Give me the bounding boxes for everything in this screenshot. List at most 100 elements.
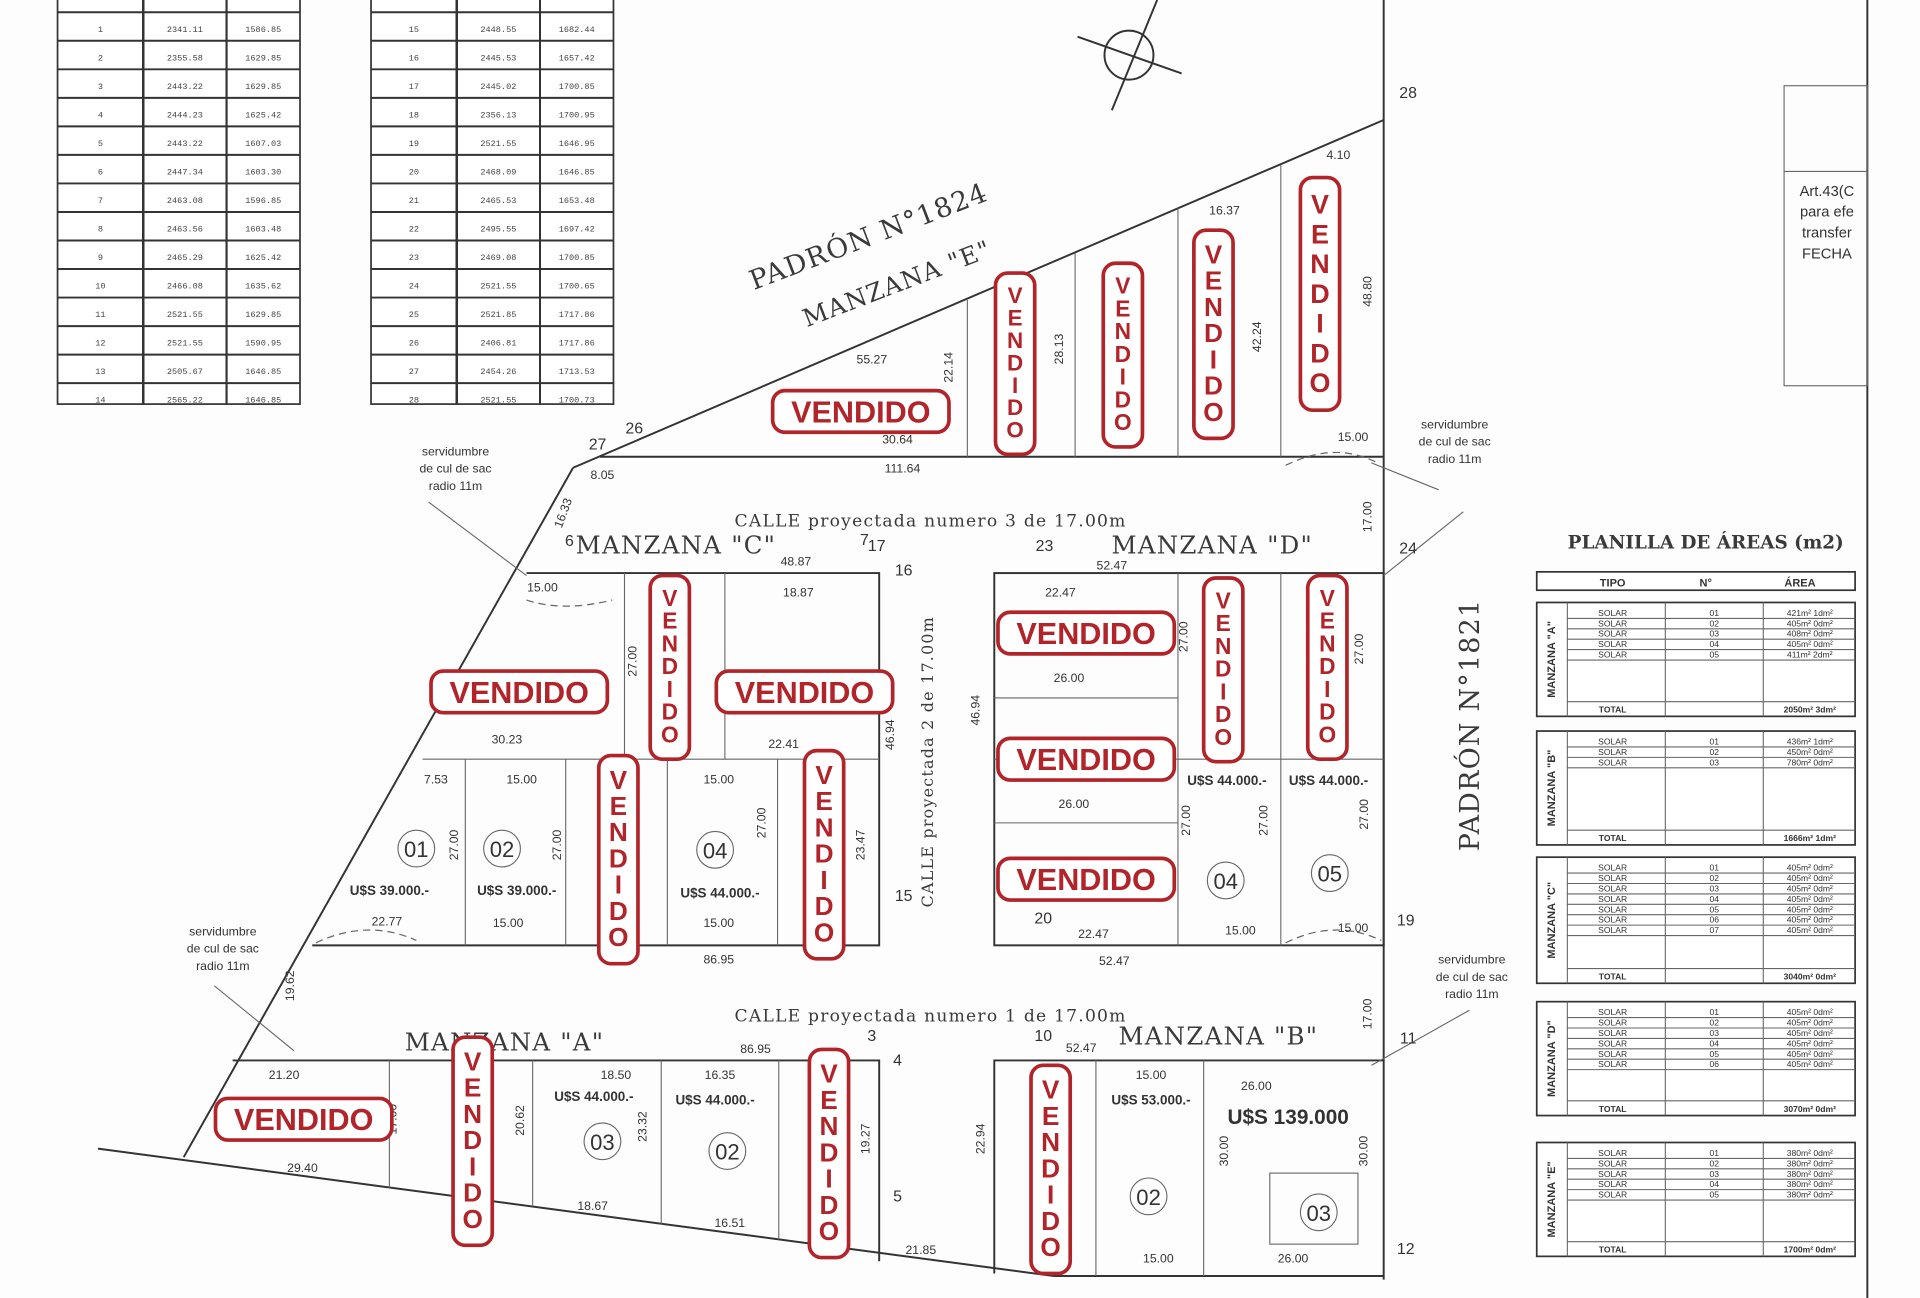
area-cell: SOLAR [1598, 1179, 1627, 1189]
area-cell: 405m² 0dm² [1787, 1038, 1833, 1048]
vendido-stamp-letter: N [1007, 328, 1023, 353]
area-cell: 03 [1710, 1028, 1720, 1038]
table-cell: 1 [98, 25, 103, 35]
label-calle-1: CALLE proyectada numero 1 de 17.00m [735, 1006, 1127, 1026]
area-cell: 408m² 0dm² [1787, 629, 1833, 639]
servidumbre-note: radio 11m [429, 479, 482, 493]
dimension-label: 111.64 [885, 462, 921, 476]
vendido-stamp-letter: I [1220, 678, 1226, 704]
plan-linework [97, 0, 1869, 1298]
vendido-stamp-letter: O [819, 1216, 839, 1246]
dimension-label: 18.67 [577, 1199, 608, 1213]
coordinate-table [370, 0, 615, 405]
vendido-stamp-vertical: VENDIDO [1101, 261, 1145, 449]
label-calle-3: CALLE proyectada numero 3 de 17.00m [735, 512, 1127, 532]
area-cell: 405m² 0dm² [1787, 1049, 1833, 1059]
lot-circle [483, 829, 521, 868]
area-cell: 405m² 0dm² [1787, 915, 1833, 925]
vendido-stamp-letter: E [464, 1073, 481, 1103]
area-total: TOTAL [1599, 833, 1627, 843]
dimension-label: 15.00 [1338, 430, 1369, 444]
note-box-text: transfer [1802, 226, 1852, 242]
table-cell: 2356.13 [480, 110, 516, 120]
area-cell: 07 [1710, 925, 1720, 935]
vendido-stamp-letter: V [1216, 587, 1232, 613]
table-cell: 2465.29 [167, 253, 203, 263]
dimension-label: 23.32 [636, 1111, 650, 1142]
vendido-stamp-letter: D [662, 653, 678, 679]
vendido-stamp-letter: D [662, 699, 678, 725]
vendido-stamp-letter: I [1047, 1180, 1054, 1210]
lot-number: 01 [404, 837, 429, 862]
vendido-stamp-letter: D [1115, 341, 1131, 367]
area-cell: SOLAR [1598, 904, 1627, 914]
dimension-label: 15.00 [1338, 921, 1369, 935]
area-cell: 380m² 0dm² [1787, 1158, 1833, 1168]
dimension-label: 17.00 [1360, 501, 1374, 532]
vertex-number: 12 [1397, 1241, 1415, 1258]
table-cell: 1713.53 [559, 367, 595, 377]
lot-number: 02 [490, 837, 515, 862]
table-cell: 2465.53 [480, 196, 516, 206]
vendido-stamp-letter: I [469, 1151, 476, 1181]
table-cell: 18 [409, 110, 419, 120]
area-cell: SOLAR [1598, 1158, 1627, 1168]
table-cell: 2447.34 [167, 167, 203, 177]
vendido-stamp-vertical: VENDIDO [1029, 1063, 1073, 1276]
area-cell: 01 [1710, 863, 1720, 873]
vendido-stamp-vertical: VENDIDO [1298, 175, 1342, 413]
table-cell: 2521.55 [480, 396, 516, 406]
vendido-stamp-letter: N [1115, 318, 1131, 344]
vertex-number: 19 [1397, 913, 1415, 930]
dimension-label: 22.41 [768, 737, 799, 751]
dimension-label: 48.80 [1360, 276, 1374, 307]
dimension-label: 20.62 [513, 1105, 527, 1136]
dimension-label: 27.00 [1177, 621, 1191, 652]
dimension-label: 55.27 [857, 353, 888, 367]
vendido-stamp-letter: E [1216, 610, 1231, 636]
table-cell: 26 [409, 339, 419, 349]
area-total: TOTAL [1599, 972, 1627, 982]
dimension-label: 15.00 [493, 916, 524, 930]
servidumbre-note: servidumbre [422, 445, 490, 459]
label-calle-2: CALLE proyectada 2 de 17.00m [918, 616, 937, 907]
vendido-stamp-text: VENDIDO [1016, 743, 1155, 777]
table-cell: 10 [95, 282, 105, 292]
table-cell: 1586.85 [245, 25, 281, 35]
area-cell: 02 [1710, 1158, 1720, 1168]
lot-number: 05 [1318, 862, 1343, 887]
area-cell: 01 [1710, 1148, 1720, 1158]
vertex-number: 24 [1399, 540, 1417, 557]
vendido-stamp-letter: D [609, 896, 628, 926]
vendido-stamp-vertical: VENDIDO [648, 573, 692, 762]
area-cell: 01 [1710, 608, 1720, 618]
table-cell: 21 [409, 196, 419, 206]
area-cell: SOLAR [1598, 1059, 1627, 1069]
price-label: U$S 44.000.- [1289, 773, 1368, 788]
table-cell: 2521.85 [480, 310, 516, 320]
vendido-stamp-letter: I [820, 865, 827, 895]
area-table-header: ÁREA [1784, 577, 1815, 590]
dimension-label: 28.13 [1052, 333, 1066, 364]
area-cell: SOLAR [1598, 863, 1627, 873]
dimension-label: 29.40 [287, 1161, 318, 1175]
area-cell: 405m² 0dm² [1787, 894, 1833, 904]
vendido-stamp-letter: D [820, 1190, 839, 1220]
table-cell: 1700.95 [559, 110, 595, 120]
vendido-stamp-vertical: VENDIDO [807, 1047, 851, 1260]
area-cell: 405m² 0dm² [1787, 883, 1833, 893]
area-group-name: MANZANA "E" [1546, 1161, 1558, 1237]
area-group-name: MANZANA "A" [1546, 621, 1558, 698]
label-padron-1821: PADRÓN N°1821 [1454, 599, 1486, 852]
area-cell: 06 [1710, 1059, 1720, 1069]
table-cell: 1625.42 [245, 110, 281, 120]
table-cell: 28 [409, 396, 419, 406]
dimension-label: 18.87 [783, 585, 814, 599]
vertex-number: 3 [867, 1028, 876, 1045]
vendido-stamp-letter: D [609, 843, 628, 873]
area-cell: SOLAR [1598, 747, 1627, 757]
vendido-stamp: VENDIDO [429, 669, 610, 715]
table-cell: 22 [409, 225, 419, 235]
servidumbre-note: servidumbre [1421, 418, 1489, 432]
area-cell: 02 [1710, 618, 1720, 628]
